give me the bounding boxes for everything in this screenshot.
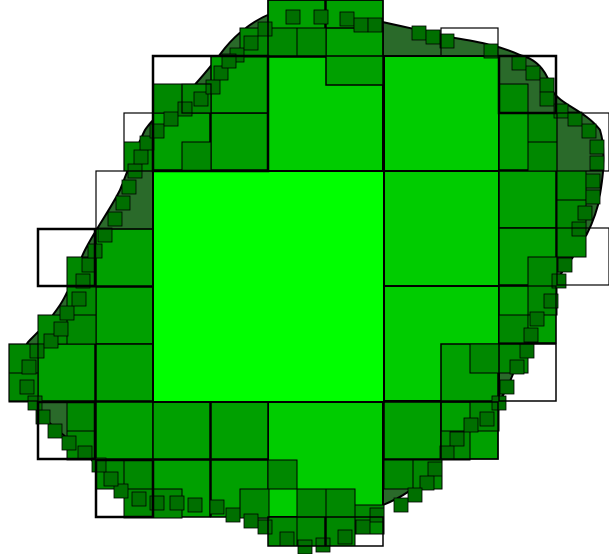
tile-level-2 — [211, 402, 268, 459]
tile-level-4 — [210, 500, 224, 514]
tile-level-4 — [586, 190, 600, 204]
tile-level-4 — [450, 432, 464, 446]
tile-level-4 — [60, 306, 74, 320]
tile-level-4 — [316, 538, 330, 552]
tile-level-4 — [520, 344, 534, 358]
tile-level-4 — [526, 66, 540, 80]
tile-level-4 — [464, 418, 478, 432]
tile-level-4 — [510, 360, 524, 374]
tile-level-4 — [524, 328, 538, 342]
tile-level-2 — [153, 402, 210, 459]
tile-level-3 — [499, 84, 528, 113]
tile-level-4 — [368, 18, 382, 32]
tile-level-4 — [590, 140, 604, 154]
tile-level-4 — [530, 312, 544, 326]
tile-level-4 — [582, 124, 596, 138]
tile-level-4 — [370, 508, 384, 522]
tile-level-4 — [178, 102, 192, 116]
tile-level-4 — [540, 92, 554, 106]
tile-level-4 — [314, 10, 328, 24]
tile-level-3 — [67, 402, 96, 431]
tile-level-4 — [512, 56, 526, 70]
tile-level-4 — [108, 212, 122, 226]
tile-level-4 — [122, 180, 136, 194]
tile-level-4 — [356, 520, 370, 534]
tile-level-4 — [412, 26, 426, 40]
tile-level-4 — [62, 436, 76, 450]
tile-level-4 — [500, 380, 514, 394]
tile-level-4 — [440, 34, 454, 48]
tile-level-3 — [268, 460, 297, 489]
tile-level-3 — [528, 142, 557, 171]
tile-level-2 — [211, 113, 268, 170]
tile-level-4 — [540, 78, 554, 92]
tile-level-4 — [340, 12, 354, 26]
tile-level-3 — [326, 489, 355, 518]
tile-level-4 — [572, 222, 586, 236]
tile-level-4 — [258, 22, 272, 36]
tile-level-4 — [286, 10, 300, 24]
tile-level-4 — [132, 492, 146, 506]
tile-level-4 — [338, 530, 352, 544]
tile-level-3 — [297, 489, 326, 518]
tile-level-2 — [96, 287, 153, 344]
tile-level-4 — [426, 30, 440, 44]
tile-level-3 — [557, 171, 586, 200]
tile-level-4 — [98, 228, 112, 242]
tile-level-4 — [30, 344, 44, 358]
tile-level-3 — [528, 113, 557, 142]
tile-level-2 — [38, 344, 95, 401]
tile-level-4 — [116, 196, 130, 210]
tile-level-4 — [72, 292, 86, 306]
tile-level-4 — [22, 360, 36, 374]
tile-level-4 — [244, 514, 258, 528]
tile-level-4 — [20, 380, 34, 394]
tile-level-4 — [244, 36, 258, 50]
tile-level-4 — [440, 446, 454, 460]
tile-level-2 — [96, 402, 153, 459]
tile-level-4 — [578, 206, 592, 220]
tile-level-4 — [586, 174, 600, 188]
tile-level-3 — [384, 460, 413, 489]
tile-level-4 — [134, 150, 148, 164]
tile-level-4 — [298, 540, 312, 554]
tile-level-2 — [384, 402, 441, 459]
tile-level-4 — [170, 496, 184, 510]
tile-level-4 — [354, 18, 368, 32]
tile-level-4 — [104, 472, 118, 486]
tile-level-4 — [164, 112, 178, 126]
central-square — [153, 171, 384, 402]
tile-level-2 — [96, 344, 153, 401]
tile-level-4 — [258, 520, 272, 534]
tile-level-4 — [48, 424, 62, 438]
tile-level-2 — [499, 171, 556, 228]
tile-level-3 — [470, 344, 499, 373]
tile-level-4 — [394, 498, 408, 512]
tile-level-4 — [428, 462, 442, 476]
tile-level-1 — [384, 56, 499, 171]
tile-level-4 — [568, 112, 582, 126]
tile-level-4 — [188, 498, 202, 512]
tile-level-3 — [297, 28, 326, 57]
tile-level-4 — [226, 508, 240, 522]
tile-level-4 — [408, 488, 422, 502]
tile-level-3 — [182, 142, 211, 171]
tile-level-4 — [480, 412, 494, 426]
tile-level-4 — [558, 258, 572, 272]
tile-level-4 — [54, 322, 68, 336]
tile-level-4 — [280, 532, 294, 546]
tile-level-1 — [384, 171, 499, 286]
tile-level-4 — [206, 80, 220, 94]
tile-level-4 — [590, 156, 604, 170]
